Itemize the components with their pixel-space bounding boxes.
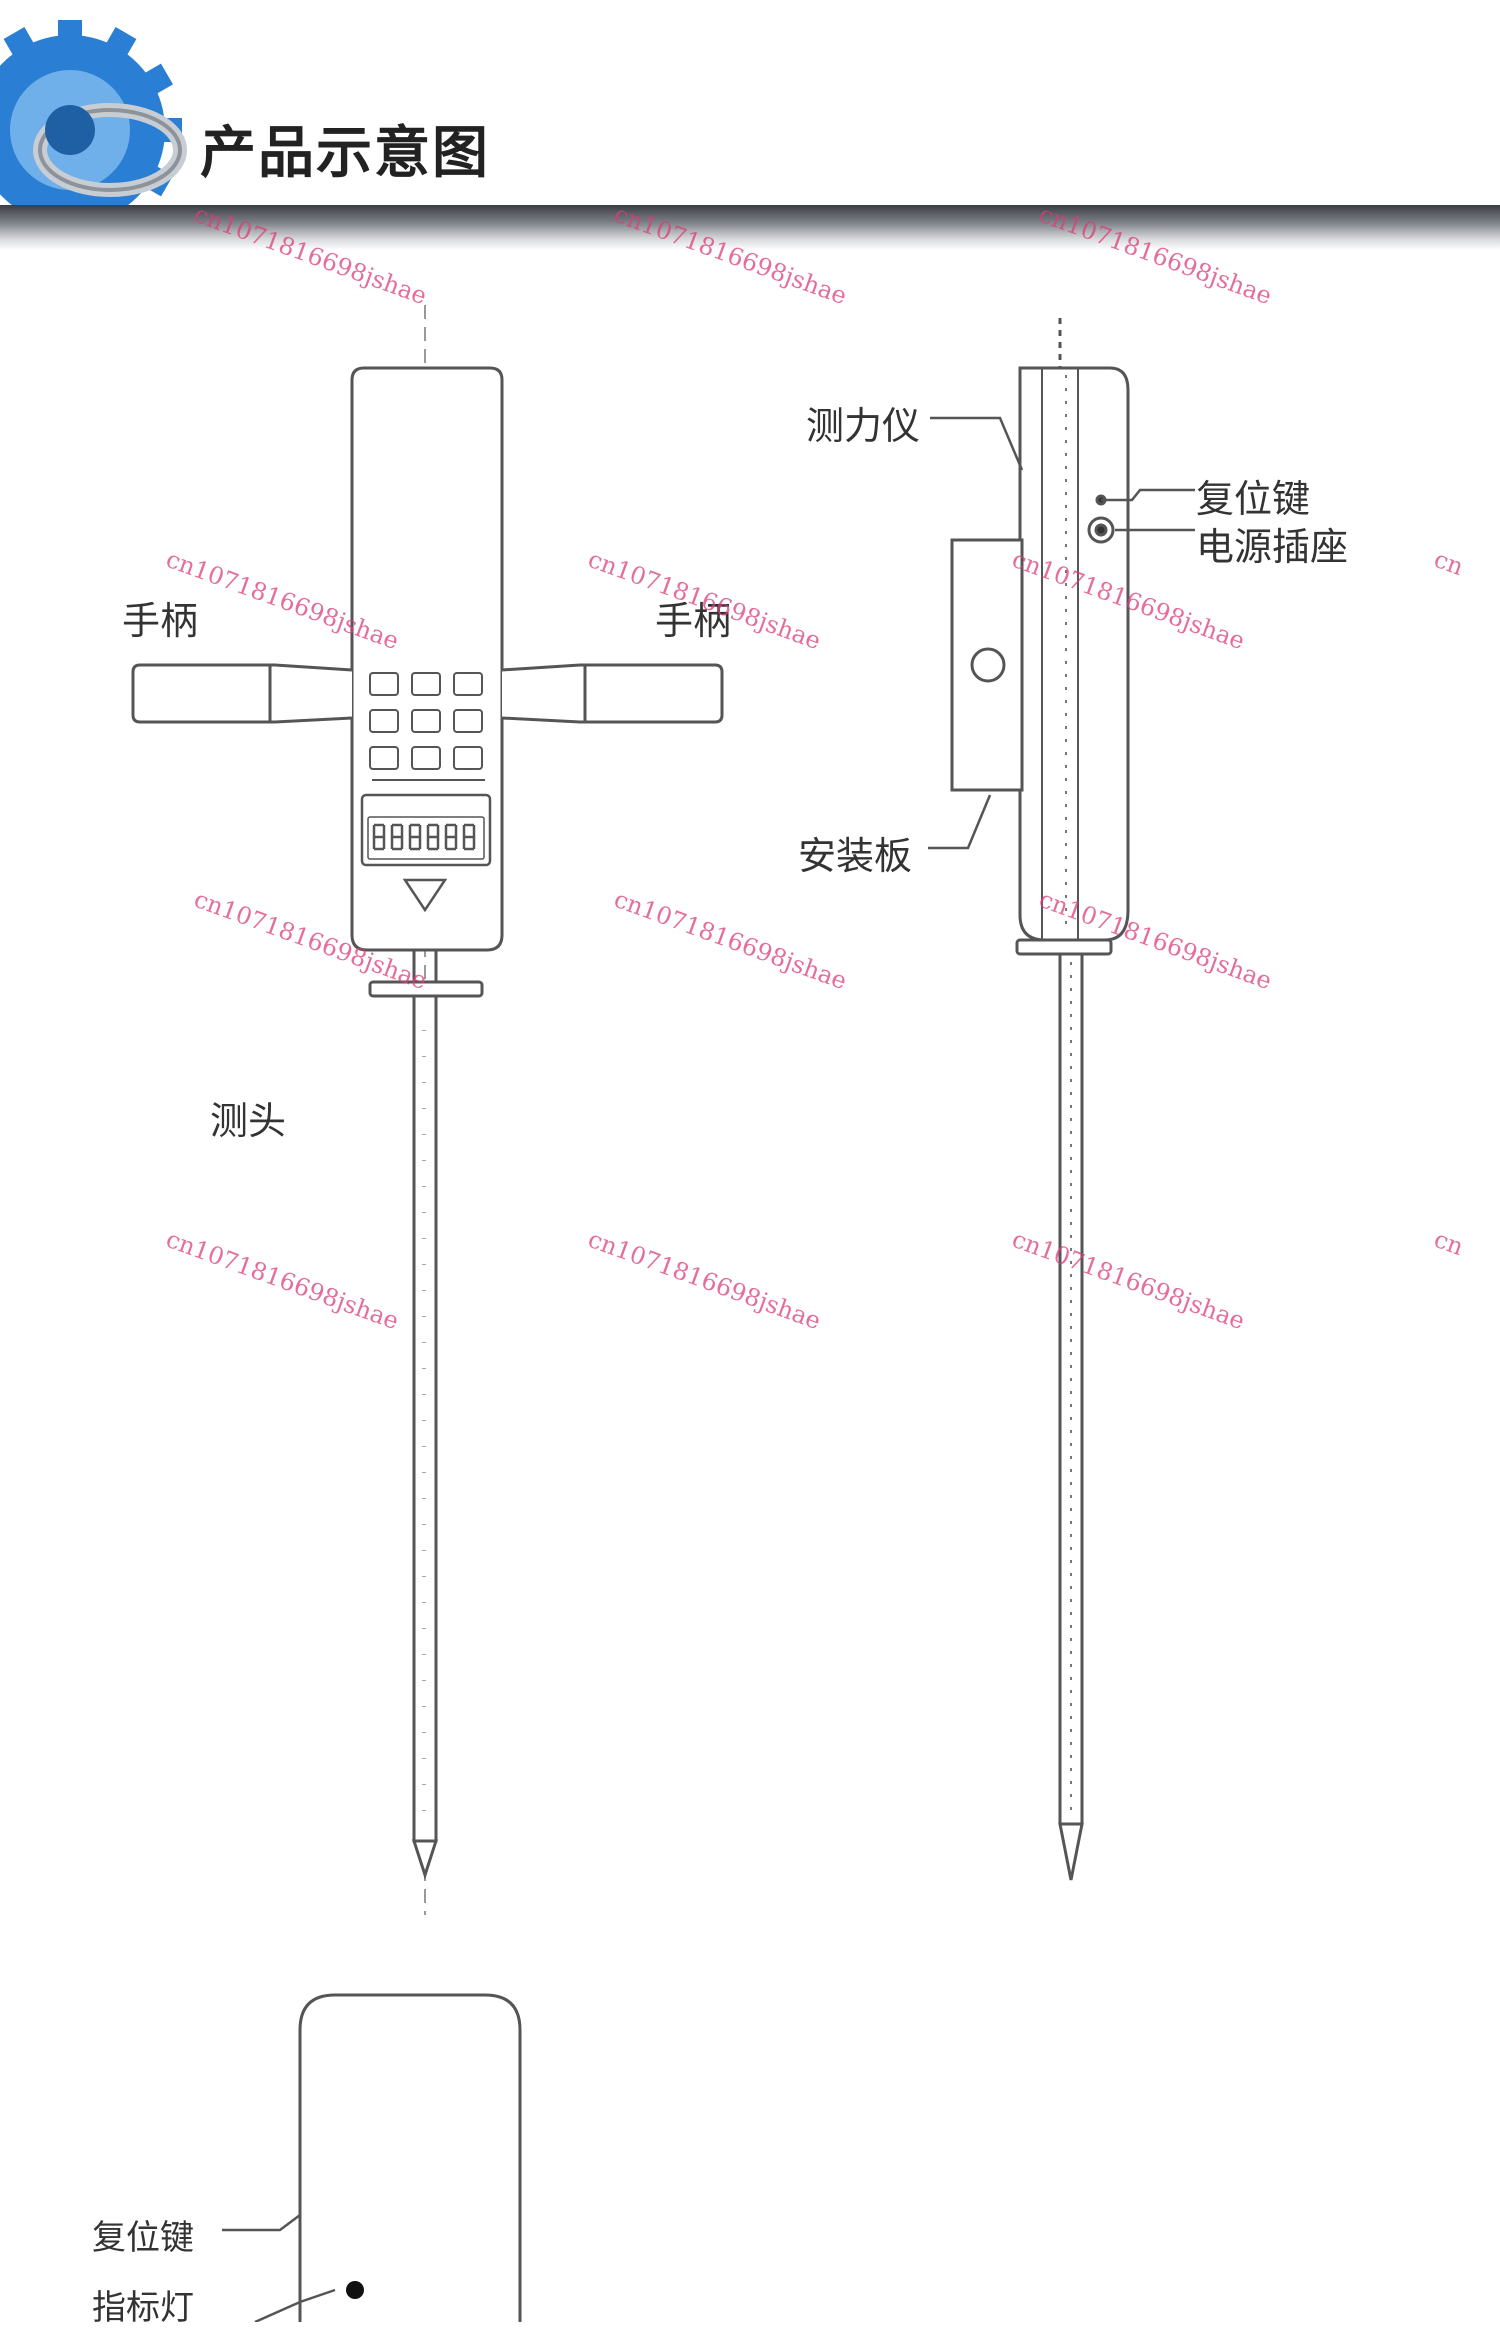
gear-bearing-logo-icon	[0, 20, 187, 220]
header-gradient-bar	[0, 205, 1500, 250]
label-bottom-reset-key: 复位键	[92, 2218, 194, 2258]
diagram-drawing	[131, 305, 1195, 2322]
label-dynamometer: 测力仪	[806, 404, 921, 448]
page-title: 产品示意图	[200, 121, 490, 186]
label-indicator-light: 指标灯	[92, 2288, 194, 2328]
label-power-socket: 电源插座	[1196, 525, 1349, 569]
front-view-tester-icon	[131, 305, 724, 1915]
label-handle-left: 手柄	[122, 599, 199, 643]
label-probe: 测头	[210, 1099, 287, 1143]
product-diagram: 手柄 手柄 测头 测力仪 复位键 电源插座 安装板 复位键 指标灯	[0, 250, 1500, 2328]
label-mount-plate: 安装板	[798, 834, 913, 878]
label-handle-right: 手柄	[655, 599, 732, 643]
label-reset-key: 复位键	[1196, 477, 1311, 521]
side-view-tester-icon	[928, 318, 1195, 1881]
bottom-view-tester-icon	[222, 1993, 522, 2322]
header: 产品示意图	[0, 0, 1500, 250]
